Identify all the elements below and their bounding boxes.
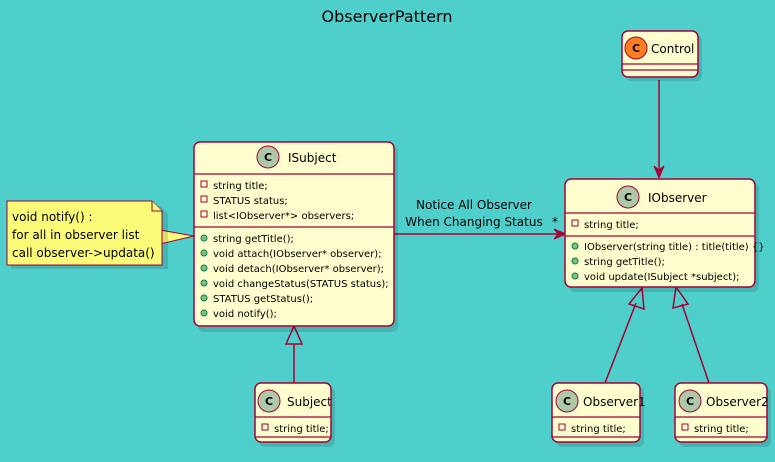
note-line-1: void notify() : xyxy=(12,210,93,224)
class-observer2[interactable]: C Observer2 string title; xyxy=(674,382,771,447)
class-observer1[interactable]: C Observer1 string title; xyxy=(551,382,646,447)
private-icon xyxy=(571,219,579,227)
private-icon xyxy=(200,210,208,218)
public-icon xyxy=(200,309,208,317)
class-control[interactable]: C Control xyxy=(621,30,702,81)
class-name: Observer1 xyxy=(583,395,646,409)
private-icon xyxy=(200,195,208,203)
private-icon xyxy=(681,423,689,431)
field: string title; xyxy=(571,424,626,435)
public-icon xyxy=(200,264,208,272)
class-icon xyxy=(678,389,702,413)
class-isubject[interactable]: C ISubject string title; STATUS status; … xyxy=(193,141,398,332)
public-icon xyxy=(200,279,208,287)
public-icon xyxy=(571,272,579,280)
class-name: Observer2 xyxy=(706,395,769,409)
public-icon xyxy=(200,249,208,257)
svg-text:C: C xyxy=(265,395,273,408)
method: void notify(); xyxy=(213,309,277,320)
field: string title; xyxy=(694,424,749,435)
association-label-line1: Notice All Observer xyxy=(416,198,532,212)
control-class-icon xyxy=(624,36,648,60)
svg-text:C: C xyxy=(264,151,272,164)
class-name: Subject xyxy=(287,395,332,409)
class-iobserver[interactable]: C IObserver string title; IObserver(stri… xyxy=(564,178,765,292)
observer2-inherits-iobserver xyxy=(672,285,710,384)
private-icon xyxy=(558,423,566,431)
association-label-line2: When Changing Status xyxy=(405,215,542,229)
class-icon xyxy=(616,185,640,209)
class-name: Control xyxy=(651,42,694,56)
note-line-3: call observer->updata() xyxy=(12,246,155,260)
public-icon xyxy=(200,294,208,302)
note-line-2: for all in observer list xyxy=(12,228,140,242)
field: string title; xyxy=(584,220,639,231)
class-icon xyxy=(257,389,281,413)
public-icon xyxy=(571,242,579,250)
private-icon xyxy=(200,180,208,188)
field: string title; xyxy=(213,181,268,192)
class-name: IObserver xyxy=(648,191,707,205)
association-multiplicity: * xyxy=(552,215,558,229)
method: void detach(IObserver* observer); xyxy=(213,264,384,275)
class-subject[interactable]: C Subject string title; xyxy=(254,382,335,447)
method: string getTitle(); xyxy=(213,234,294,245)
field: list<IObserver*> observers; xyxy=(213,211,354,222)
method: string getTitle(); xyxy=(584,257,665,268)
svg-text:C: C xyxy=(686,395,694,408)
svg-text:C: C xyxy=(624,191,632,204)
field: STATUS status; xyxy=(213,196,288,207)
control-to-iobserver-arrow xyxy=(653,80,665,180)
private-icon xyxy=(261,423,269,431)
method: IObserver(string title) : title(title) {… xyxy=(584,242,765,253)
svg-text:C: C xyxy=(632,42,640,55)
method: void attach(IObserver* observer); xyxy=(213,249,382,260)
public-icon xyxy=(200,234,208,242)
method: void update(ISubject *subject); xyxy=(584,272,740,283)
svg-text:C: C xyxy=(563,395,571,408)
class-name: ISubject xyxy=(288,151,337,165)
field: string title; xyxy=(274,424,329,435)
class-icon xyxy=(256,145,280,169)
note-notify: void notify() : for all in observer list… xyxy=(6,200,168,269)
method: void changeStatus(STATUS status); xyxy=(213,279,389,290)
method: STATUS getStatus(); xyxy=(213,294,313,305)
public-icon xyxy=(571,257,579,265)
subject-inherits-isubject xyxy=(284,324,304,383)
observer1-inherits-iobserver xyxy=(604,286,645,384)
diagram-title: ObserverPattern xyxy=(322,7,453,26)
class-icon xyxy=(555,389,579,413)
notify-association: Notice All Observer When Changing Status… xyxy=(394,198,568,240)
